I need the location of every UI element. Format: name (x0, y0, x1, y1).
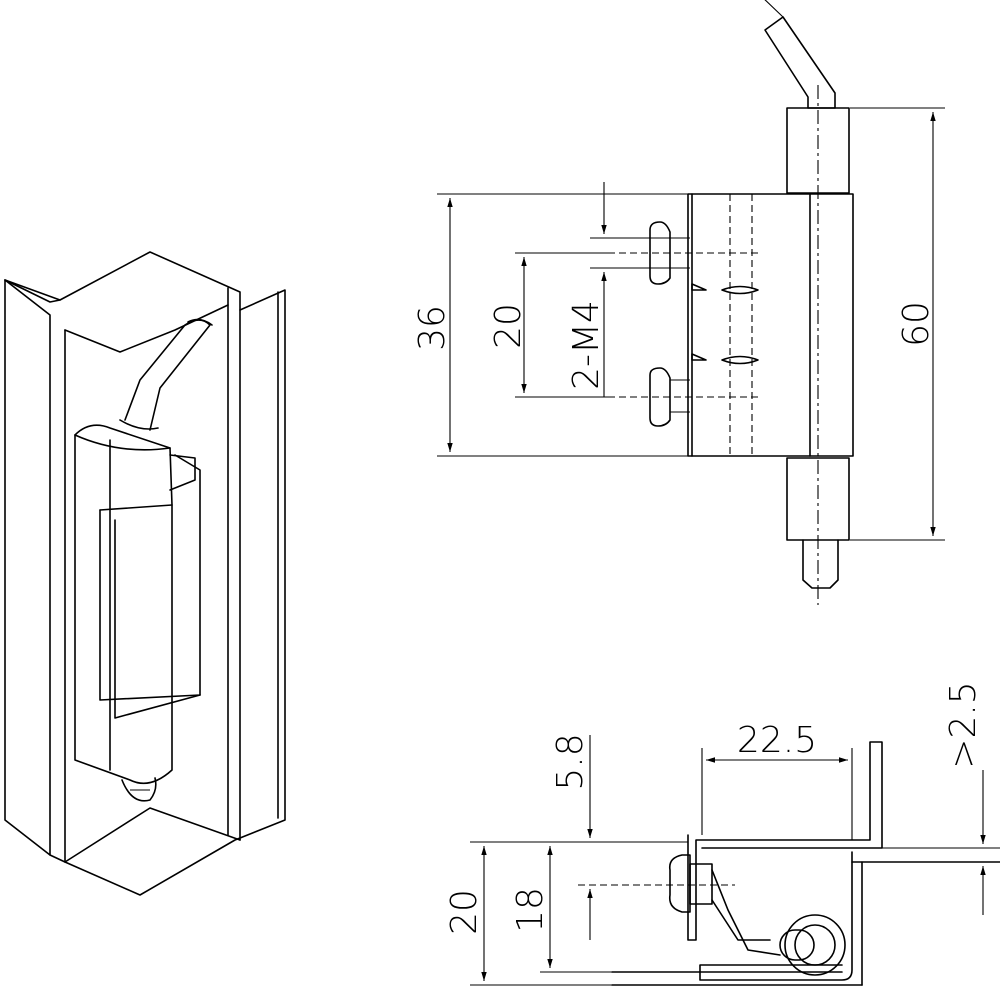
dim-label-36: 36 (412, 305, 453, 351)
dim-label-22-5: 22.5 (737, 720, 817, 761)
side-view (470, 735, 1000, 986)
dim-label-60: 60 (896, 301, 937, 347)
isometric-view (4, 251, 286, 896)
front-view (437, 0, 945, 605)
dim-label-thread: 2-M4 (566, 300, 607, 390)
dim-label-gap: >2.5 (943, 681, 984, 768)
dim-label-20-depth: 20 (444, 889, 485, 935)
dim-label-20-holes: 20 (488, 303, 529, 349)
dim-label-5-8: 5.8 (550, 733, 591, 790)
dim-label-18: 18 (510, 887, 551, 933)
